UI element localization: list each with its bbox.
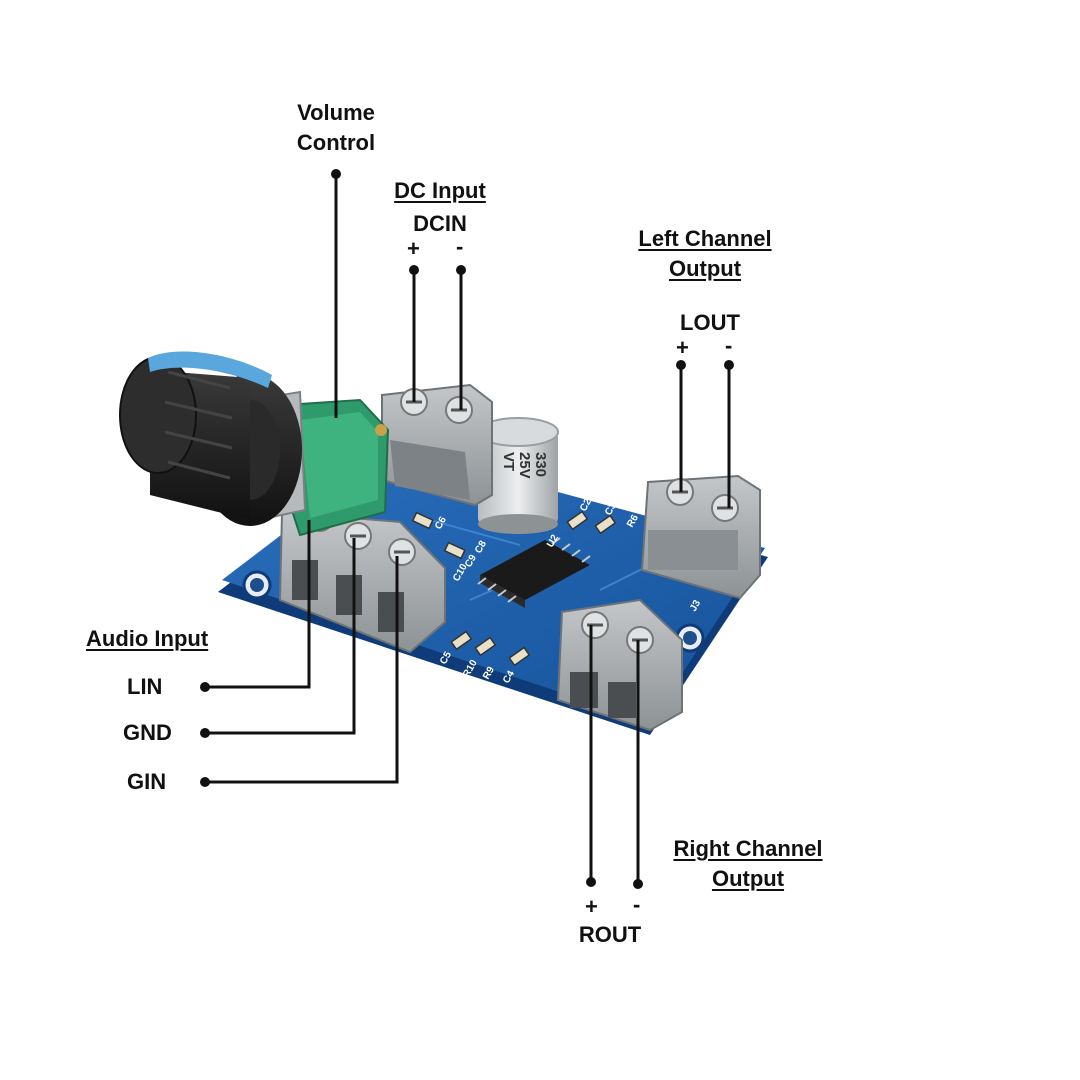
- smd-components: [411, 510, 617, 667]
- left-channel-label: Left Channel Output: [615, 224, 795, 284]
- dc-minus-label: -: [456, 234, 464, 259]
- volume-control-label: Volume Control: [276, 98, 396, 158]
- left-label-line1: Left Channel: [638, 226, 772, 251]
- leader-gnd: [205, 538, 356, 735]
- capacitor: 330 25V VT: [477, 417, 559, 534]
- cap-label-3: VT: [500, 452, 517, 471]
- gin-label: GIN: [127, 769, 167, 794]
- leader-lines: [205, 174, 731, 884]
- volume-label-line2: Control: [296, 130, 376, 155]
- lout-label: LOUT: [680, 310, 740, 335]
- volume-knob: [119, 351, 307, 526]
- right-channel-label: Right Channel Output: [650, 834, 846, 894]
- right-label-line2: Output: [711, 866, 785, 891]
- cap-label-2: 25V: [516, 452, 533, 479]
- cap-label-1: 330: [532, 452, 549, 477]
- volume-label-line1: Volume: [297, 100, 375, 125]
- dcin-label: DCIN: [413, 211, 467, 236]
- leader-lin: [205, 520, 311, 689]
- rout-plus-label: +: [585, 894, 598, 919]
- lout-minus-label: -: [725, 333, 733, 358]
- gnd-label: GND: [123, 720, 172, 745]
- audio-input-terminal: [278, 504, 446, 654]
- amplifier-chip: [477, 537, 591, 608]
- volume-potentiometer: [280, 398, 390, 537]
- lin-label: LIN: [127, 674, 163, 699]
- lout-plus-label: +: [676, 335, 689, 360]
- dc-input-title: DC Input: [394, 178, 486, 203]
- dc-plus-label: +: [407, 236, 420, 261]
- right-label-line1: Right Channel: [673, 836, 823, 861]
- right-output-terminal: [556, 598, 683, 732]
- silk-j3: J3: [688, 598, 703, 614]
- rout-minus-label: -: [633, 892, 641, 917]
- leader-dots: [200, 169, 734, 889]
- rout-label: ROUT: [578, 922, 642, 947]
- audio-input-title: Audio Input: [86, 626, 209, 651]
- leader-gin: [205, 556, 399, 784]
- left-label-line2: Output: [668, 256, 742, 281]
